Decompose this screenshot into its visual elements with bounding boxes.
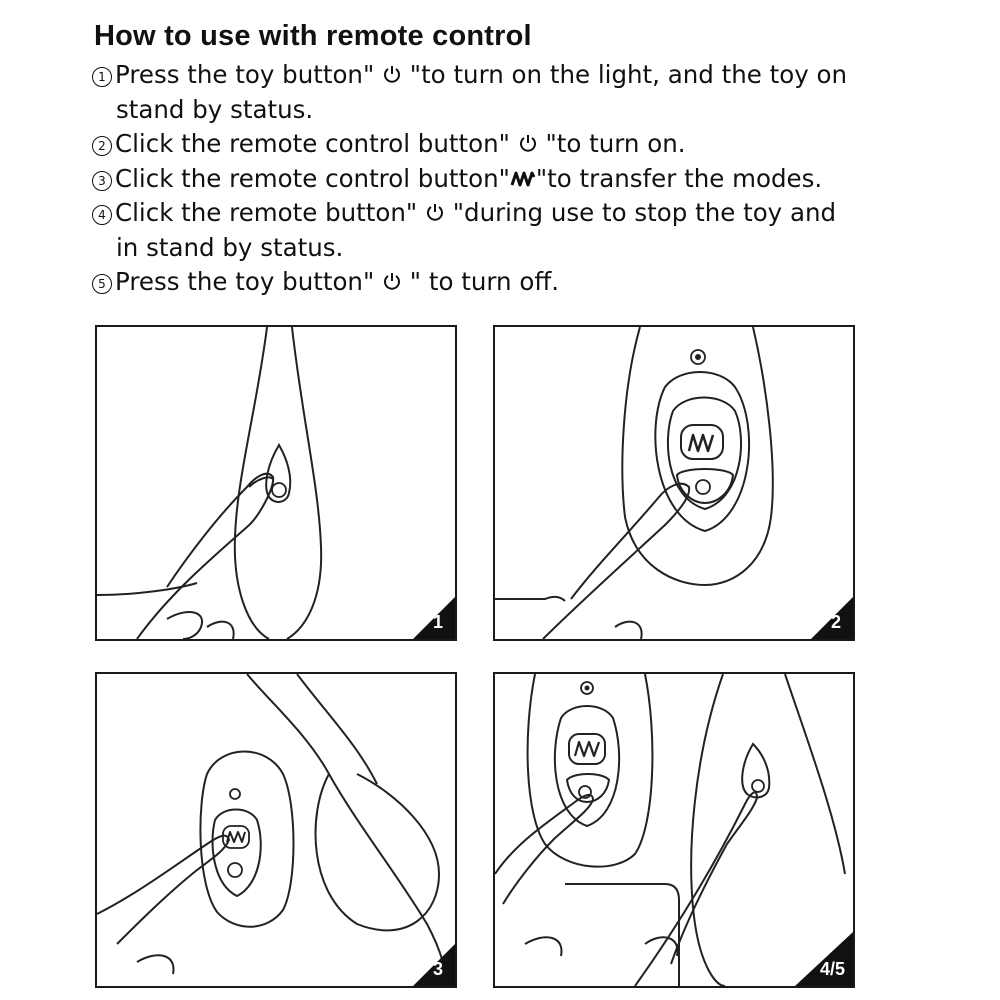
power-icon: [426, 204, 443, 221]
step-text-after: "to turn on the light, and the toy on: [402, 60, 847, 89]
illustration-panel-3: 3: [95, 672, 457, 988]
step-number: 3: [92, 170, 112, 191]
page-title: How to use with remote control: [94, 20, 532, 52]
panel-badge: 1: [432, 612, 443, 632]
panel-badge: 3: [432, 959, 443, 979]
step-text-before: Click the remote button": [115, 198, 425, 227]
illustration-panel-4-5: 4/5: [493, 672, 855, 988]
power-icon: [384, 66, 400, 83]
remote-power-illustration: [495, 327, 853, 639]
step-text-before: Press the toy button": [115, 60, 383, 89]
remote-mode-illustration: [97, 674, 455, 986]
panel-badge: 4/5: [819, 959, 845, 979]
power-icon: [519, 135, 536, 152]
step-number: 5: [92, 274, 112, 294]
wave-mode-icon: [510, 171, 536, 186]
remote-and-toy-off-illustration: [495, 674, 853, 986]
step-text-continued: stand by status.: [116, 94, 314, 124]
step-text-continued: in stand by status.: [116, 232, 344, 262]
step-text-after: " to turn off.: [402, 267, 559, 296]
step-text-after: "during use to stop the toy and: [444, 198, 837, 227]
step-text-before: Click the remote control button": [115, 129, 518, 158]
power-icon: [384, 273, 400, 290]
toy-power-illustration: [97, 327, 455, 639]
step-number: 1: [92, 67, 112, 87]
step-text-before: Click the remote control button": [115, 163, 510, 193]
step-text-after: "to transfer the modes.: [535, 163, 823, 193]
panel-badge: 2: [830, 612, 841, 632]
illustration-panel-2: 2: [493, 325, 855, 641]
step-number: 4: [92, 205, 112, 225]
illustration-panel-1: 1: [95, 325, 457, 641]
step-text-before: Press the toy button": [115, 267, 383, 296]
step-number: 2: [92, 136, 112, 156]
step-text-after: "to turn on.: [537, 129, 686, 158]
